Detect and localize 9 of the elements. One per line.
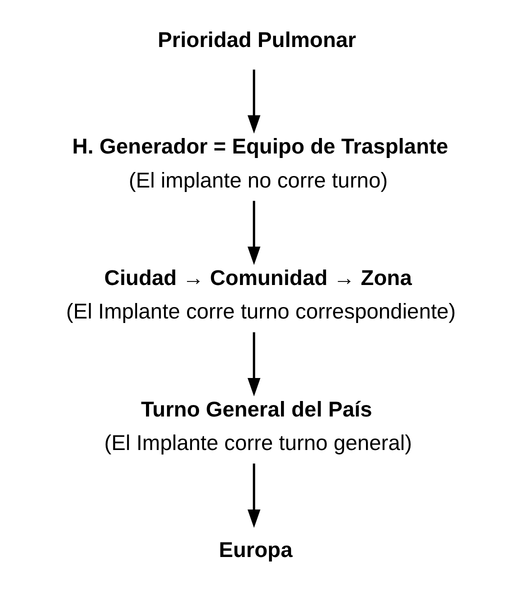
arrow: [247, 200, 260, 266]
arrow: [247, 464, 260, 528]
node-text: Prioridad Pulmonar: [157, 28, 356, 52]
node-text: Europa: [218, 538, 292, 562]
arrow: [247, 70, 260, 134]
node-text: Ciudad → Comunidad → Zona (El Implante corre turno correspondiente): [66, 266, 456, 324]
arrow: [247, 332, 260, 396]
node-text: H. Generador = Equipo de Trasplante (El implante no corre turno): [72, 134, 448, 192]
node-text: Turno General del País (El Implante corre turno general): [104, 397, 412, 456]
